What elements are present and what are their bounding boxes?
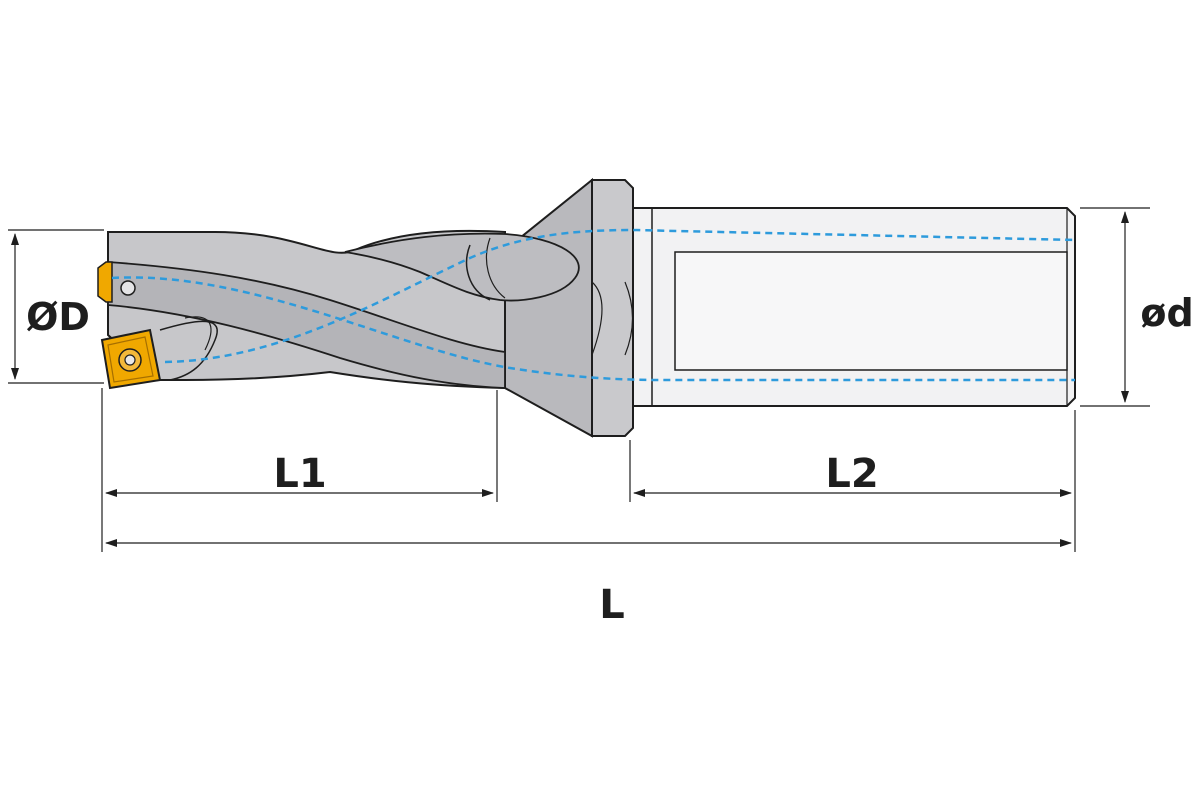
shank-flat — [674, 251, 1068, 371]
lower-insert — [100, 328, 162, 390]
flute-front — [107, 261, 506, 389]
label-diameter-D: ØD — [26, 295, 90, 339]
coolant-channel-a — [111, 276, 1075, 382]
shank — [632, 207, 1076, 407]
label-diameter-d: ød — [1140, 291, 1193, 335]
screw-hole — [120, 280, 136, 296]
upper-insert — [97, 261, 113, 303]
flange — [504, 177, 634, 438]
coolant-channels — [111, 228, 1076, 382]
label-length-L: L — [599, 582, 625, 628]
flute-upper — [344, 232, 580, 302]
flange-cone — [504, 177, 593, 438]
coolant-channel-b — [164, 228, 1076, 364]
flange-ring — [591, 179, 634, 437]
label-length-L1: L1 — [273, 451, 326, 497]
dimension-lines — [8, 207, 1150, 552]
label-length-L2: L2 — [825, 451, 878, 497]
